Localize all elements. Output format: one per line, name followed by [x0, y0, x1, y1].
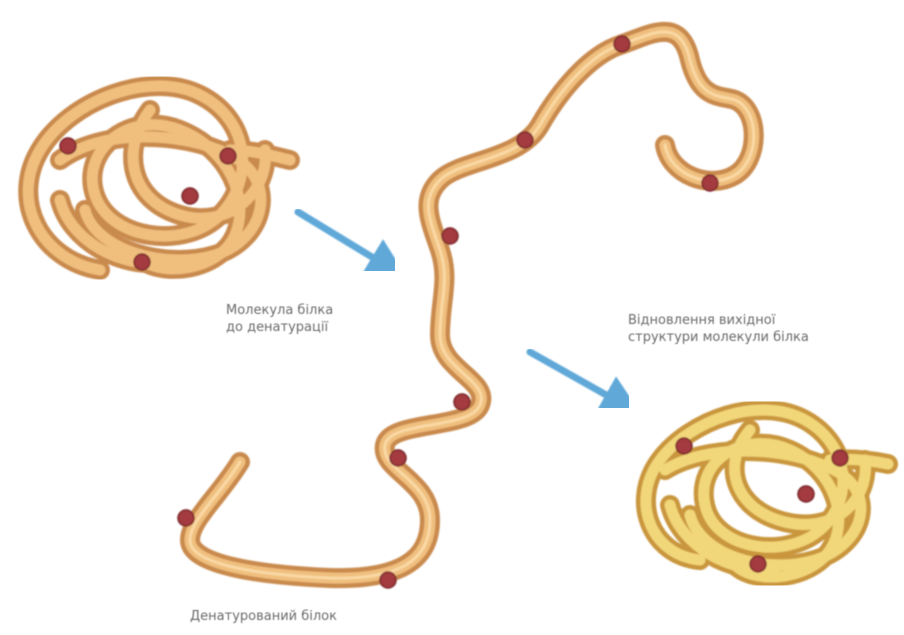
disulfide-bond	[832, 450, 848, 466]
arrow-denaturation	[298, 212, 390, 268]
disulfide-bond	[517, 132, 533, 148]
native-protein-label-line1: Молекула білка	[226, 302, 333, 319]
disulfide-bond	[134, 254, 150, 270]
renatured-protein-label-line1: Відновлення вихідної	[628, 312, 809, 329]
denatured-protein-label: Денатурований білок	[190, 608, 337, 625]
disulfide-bond	[750, 556, 766, 572]
renatured-protein-label-line2: структури молекули білка	[628, 329, 809, 346]
disulfide-bond	[454, 394, 470, 410]
renatured-protein-label: Відновлення вихідної структури молекули …	[628, 312, 809, 346]
native-protein-label: Молекула білка до денатурації	[226, 302, 333, 336]
disulfide-bond	[614, 36, 630, 52]
disulfide-bond	[380, 572, 396, 588]
disulfide-bond	[182, 188, 198, 204]
disulfide-bond	[220, 148, 236, 164]
arrow-renaturation	[530, 352, 624, 405]
disulfide-bond	[676, 438, 692, 454]
disulfide-bond	[390, 450, 406, 466]
disulfide-bond	[702, 175, 718, 191]
disulfide-bond	[60, 138, 76, 154]
disulfide-bond	[178, 510, 194, 526]
native-protein-coil	[28, 86, 290, 270]
renatured-protein-coil	[646, 410, 888, 577]
native-protein-label-line2: до денатурації	[226, 319, 333, 336]
disulfide-bond	[798, 486, 814, 502]
disulfide-bond	[442, 228, 458, 244]
